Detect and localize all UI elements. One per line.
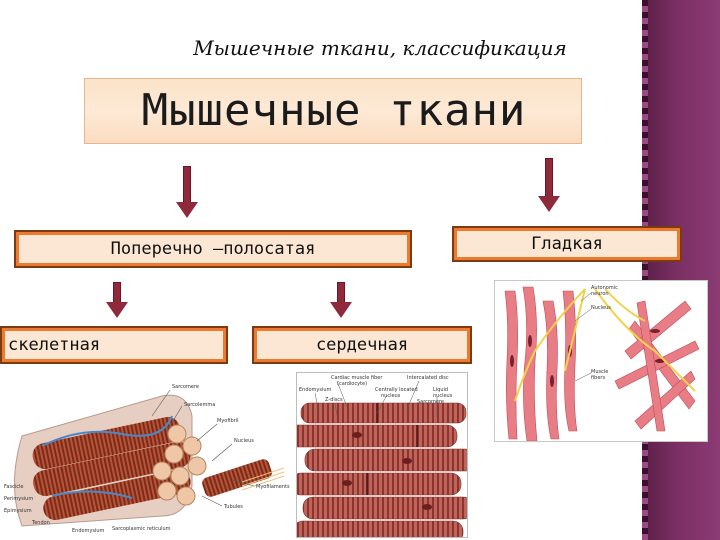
svg-text:Myofilaments: Myofilaments [256, 484, 290, 490]
skeletal-label-box: скелетная [0, 326, 228, 364]
arrow-to-striated [176, 166, 198, 218]
svg-text:Endomysium: Endomysium [72, 528, 105, 534]
svg-text:(cardiocyte): (cardiocyte) [337, 381, 367, 387]
svg-text:Tubules: Tubules [223, 504, 243, 510]
svg-text:Epimysium: Epimysium [4, 508, 32, 514]
arrow-to-skeletal [106, 282, 128, 318]
svg-text:nucleus: nucleus [381, 393, 401, 399]
slide-subtitle: Мышечные ткани, классификация [193, 36, 567, 60]
cardiac-muscle-figure: Cardiac muscle fiber (cardiocyte) Interc… [296, 372, 468, 538]
arrow-to-smooth [538, 158, 560, 214]
svg-text:Endomysium: Endomysium [299, 387, 332, 393]
svg-text:Centrally located: Centrally located [375, 387, 418, 393]
smooth-label-box: Гладкая [452, 226, 682, 262]
svg-text:Perimysium: Perimysium [4, 496, 33, 502]
svg-text:fibers: fibers [591, 375, 605, 381]
svg-text:nucleus: nucleus [433, 393, 453, 399]
svg-text:Sarcomere: Sarcomere [172, 384, 199, 390]
svg-text:Sarcolemma: Sarcolemma [184, 402, 215, 408]
svg-text:Tendon: Tendon [31, 520, 50, 526]
main-title: Мышечные ткани [141, 85, 527, 136]
svg-text:Sarcomere: Sarcomere [417, 399, 444, 405]
striated-label: Поперечно –полосатая [110, 239, 316, 259]
svg-text:Muscle: Muscle [591, 369, 608, 375]
svg-text:Autonomic: Autonomic [591, 285, 618, 291]
cardiac-label-box: сердечная [252, 326, 472, 364]
striated-label-box: Поперечно –полосатая [14, 230, 412, 268]
svg-text:Nucleus: Nucleus [591, 305, 611, 311]
decorative-sidebar [642, 0, 720, 540]
skeletal-muscle-figure: Sarcomere Sarcolemma Myofibril Nucleus M… [2, 376, 290, 536]
svg-text:Myofibril: Myofibril [217, 418, 239, 424]
smooth-label: Гладкая [531, 234, 603, 254]
main-title-box: Мышечные ткани [84, 78, 582, 144]
sidebar-stripe [642, 0, 648, 540]
svg-text:Fascicle: Fascicle [4, 484, 23, 490]
svg-text:Z-discs: Z-discs [325, 397, 343, 403]
svg-text:Sarcoplasmic reticulum: Sarcoplasmic reticulum [112, 526, 171, 532]
svg-text:Nucleus: Nucleus [234, 438, 254, 444]
svg-text:Liquid: Liquid [433, 387, 448, 393]
svg-text:Intercalated disc: Intercalated disc [407, 375, 449, 381]
svg-text:Cardiac muscle fiber: Cardiac muscle fiber [331, 375, 383, 381]
smooth-muscle-figure: Autonomic neuron Nucleus Muscle fibers [494, 280, 708, 442]
cardiac-label: сердечная [315, 335, 409, 355]
arrow-to-cardiac [330, 282, 352, 318]
svg-text:neuron: neuron [591, 291, 609, 297]
skeletal-label: скелетная [8, 335, 101, 355]
